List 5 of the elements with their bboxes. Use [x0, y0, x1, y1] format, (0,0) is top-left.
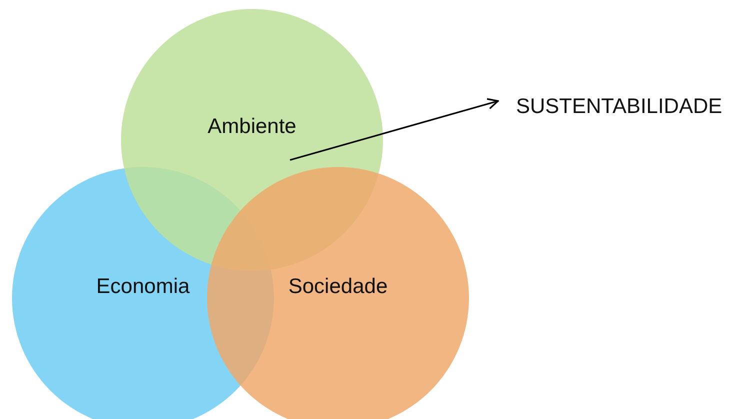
circle-label: Sociedade [288, 275, 388, 299]
arrow [290, 98, 499, 161]
circle-label: Ambiente [208, 115, 296, 139]
circle-label: Economia [96, 275, 190, 299]
concept-label: SUSTENTABILIDADE [516, 95, 722, 119]
